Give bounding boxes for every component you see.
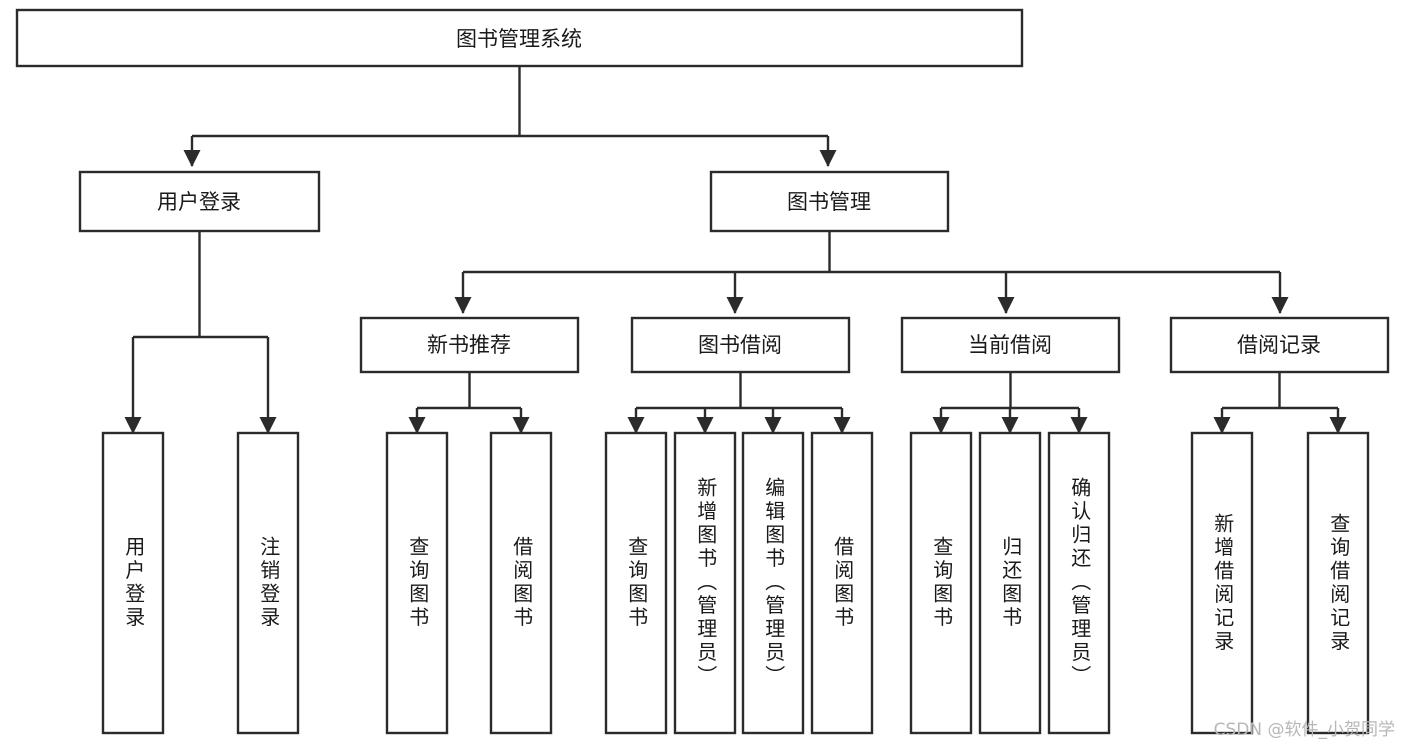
connector-group-root [183,66,837,168]
connector-group-new-book-rec [408,372,530,435]
connector-group-book-borrow [627,372,851,435]
node-current-borrow-box[interactable] [900,316,1121,374]
node-root[interactable]: 图书管理系统 [15,8,1024,68]
node-book-borrow-label: 图书借阅 [698,333,782,357]
connector-group-borrow-record [1213,372,1347,435]
csdn-watermark: CSDN @软件_小贺同学 [1213,720,1395,740]
connector-group-user-login [124,231,277,435]
leaf-box-return-book[interactable] [978,431,1042,735]
connector-group-current-borrow [932,372,1088,435]
leaf-box-query-book-2[interactable] [604,431,668,735]
node-root-label: 图书管理系统 [456,27,582,51]
leaf-box-query-book-1[interactable] [385,431,449,735]
node-book-borrow[interactable]: 图书借阅 [630,316,851,374]
leaf-box-borrow-book-1[interactable] [489,431,553,735]
connector-group-book-manage [454,231,1289,315]
node-new-book-rec-label: 新书推荐 [427,333,511,357]
node-user-login[interactable]: 用户登录 [78,170,321,233]
node-new-book-rec[interactable]: 新书推荐 [359,316,580,374]
leaf-box-add-book[interactable] [673,431,737,735]
node-borrow-record-box[interactable] [1169,316,1390,374]
leaf-box-user-login[interactable] [101,431,165,735]
node-user-login-box[interactable] [78,170,321,233]
node-current-borrow[interactable]: 当前借阅 [900,316,1121,374]
leaf-box-query-record[interactable] [1306,431,1370,735]
node-book-manage[interactable]: 图书管理 [709,170,950,233]
node-user-login-label: 用户登录 [157,190,241,214]
leaf-box-confirm-return[interactable] [1047,431,1111,735]
leaf-box-user-logout[interactable] [236,431,300,735]
node-book-manage-box[interactable] [709,170,950,233]
node-borrow-record-label: 借阅记录 [1237,333,1321,357]
leaf-box-add-record[interactable] [1190,431,1254,735]
node-book-borrow-box[interactable] [630,316,851,374]
node-root-box[interactable] [15,8,1024,68]
leaf-box-group [101,431,1370,735]
node-new-book-rec-box[interactable] [359,316,580,374]
node-current-borrow-label: 当前借阅 [968,333,1052,357]
leaf-box-query-book-3[interactable] [909,431,973,735]
node-book-manage-label: 图书管理 [787,190,871,214]
leaf-box-borrow-book-2[interactable] [810,431,874,735]
leaf-box-edit-book[interactable] [741,431,805,735]
node-borrow-record[interactable]: 借阅记录 [1169,316,1390,374]
